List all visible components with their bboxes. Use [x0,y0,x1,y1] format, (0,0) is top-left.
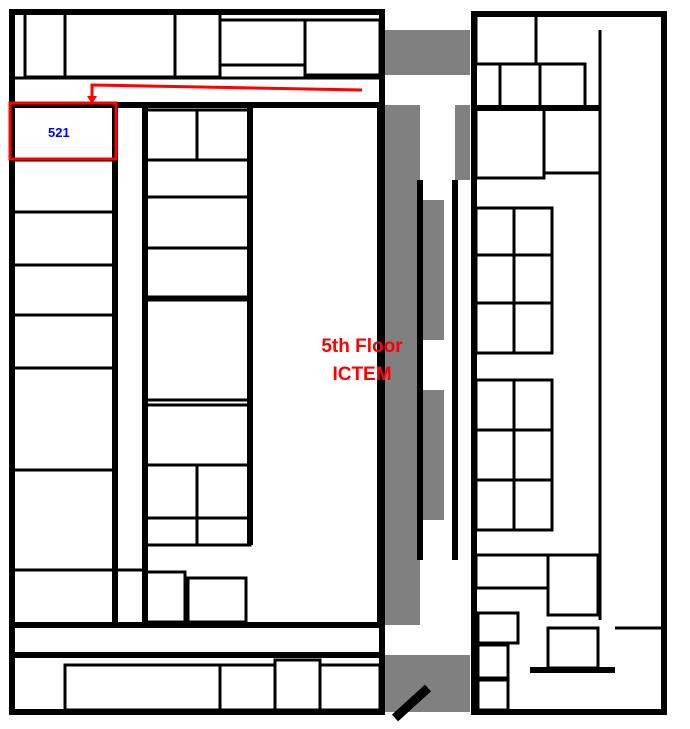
building-name: ICTEM [332,364,391,385]
route-arrow [87,83,363,104]
west-wing [9,9,385,715]
entrance-marker [391,684,432,722]
room-521-label: 521 [48,125,70,140]
room-521-highlight [8,101,118,161]
east-wing [417,11,667,715]
atrium [383,30,470,712]
floor-title: 5th Floor [321,336,403,357]
